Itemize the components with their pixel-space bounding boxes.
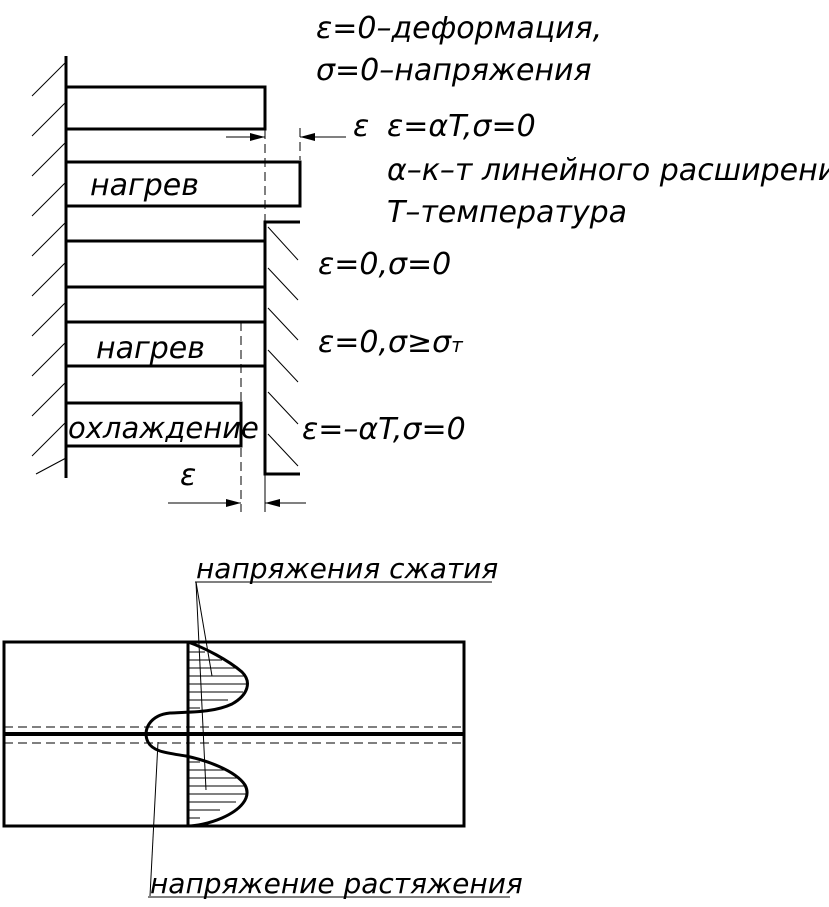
definition-deformation: ε=0–деформация,	[316, 11, 602, 46]
compression-hatching-upper	[188, 651, 247, 709]
compression-leaders	[195, 581, 492, 791]
compression-label: напряжения сжатия	[196, 552, 498, 585]
bar-label-heating-2: нагрев	[96, 331, 205, 366]
bar-label-heating-1: нагрев	[90, 168, 199, 203]
definition-stress: σ=0–напряжения	[316, 53, 592, 88]
stress-distribution-curve	[144, 640, 249, 828]
temperature-definition: T–температура	[387, 195, 627, 230]
alpha-definition: α–к–т линейного расширения,	[387, 153, 829, 188]
wall-hatching	[31, 61, 67, 475]
epsilon-dimension-bottom	[168, 499, 306, 507]
state-fixed-initial: ε=0,σ=0	[318, 247, 451, 282]
epsilon-dimension-top	[226, 133, 346, 141]
state-free-heated: ε=αT,σ=0	[387, 109, 536, 144]
state-fixed-heated: ε=0,σ≥σт	[318, 325, 464, 360]
epsilon-symbol-top: ε	[353, 109, 369, 144]
bar-free-initial	[64, 85, 267, 131]
tension-leaders	[148, 741, 510, 898]
compression-hatching-lower	[188, 761, 247, 819]
right-fixed-wall	[263, 220, 300, 476]
bar-free-heated	[64, 160, 302, 208]
bar-fixed-initial	[64, 239, 267, 289]
epsilon-symbol-bottom: ε	[180, 458, 196, 493]
right-wall-hatching	[267, 226, 299, 467]
bar-label-cooling: охлаждение	[68, 411, 259, 445]
tension-label: напряжение растяжения	[150, 867, 523, 900]
state-cooled: ε=–αT,σ=0	[302, 412, 466, 447]
